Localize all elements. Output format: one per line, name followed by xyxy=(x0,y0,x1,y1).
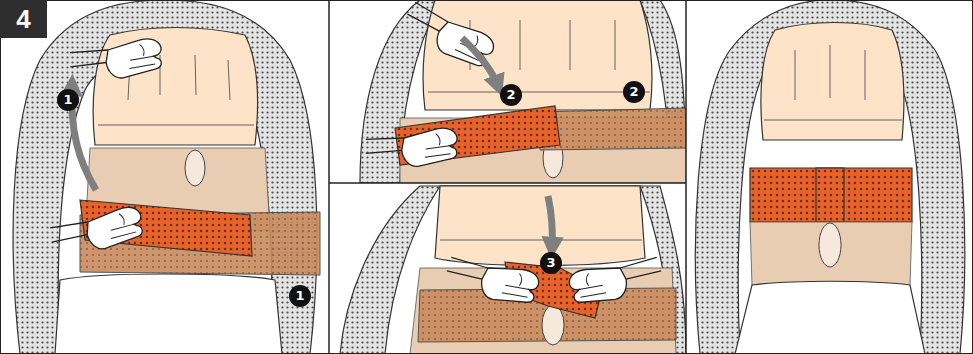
step-number: 4 xyxy=(16,4,30,35)
callout-number: 1 xyxy=(289,285,311,307)
waist-band xyxy=(540,108,686,150)
head-cushion xyxy=(761,23,904,141)
callout-number: 2 xyxy=(623,81,645,103)
panel-divider xyxy=(329,182,686,184)
harness-pad xyxy=(750,222,912,285)
hand xyxy=(48,204,146,261)
callout-number: 3 xyxy=(540,252,562,274)
head-cushion xyxy=(435,186,645,266)
cushion-seams xyxy=(764,45,902,120)
seat-shell xyxy=(695,0,964,354)
seat-shell xyxy=(360,0,686,183)
hand xyxy=(567,257,664,307)
panel-press-strap xyxy=(340,186,686,354)
hand xyxy=(443,257,540,307)
strap-tab xyxy=(816,168,844,222)
cushion-seams xyxy=(440,240,642,241)
step-badge: 4 xyxy=(0,0,47,38)
callout-number: 1 xyxy=(57,89,79,111)
seat-shell xyxy=(340,186,686,354)
buckle-loop xyxy=(185,150,205,186)
seat-base xyxy=(55,274,282,354)
orange-strap xyxy=(750,168,912,222)
motion-arrow xyxy=(462,38,498,86)
callout-number: 2 xyxy=(500,84,522,106)
hand xyxy=(364,126,460,173)
motion-arrow xyxy=(548,196,552,248)
buckle-loop xyxy=(542,305,564,345)
panel-divider xyxy=(685,0,687,354)
panel-divider xyxy=(328,0,330,354)
panel-fold-strap xyxy=(360,0,686,183)
head-cushion xyxy=(93,28,257,146)
seat-base xyxy=(735,281,925,354)
seat-shell xyxy=(13,0,317,354)
buckle-loop xyxy=(819,223,841,267)
panel-pull-strap xyxy=(13,0,320,354)
hand xyxy=(68,36,165,86)
panel-result xyxy=(695,0,964,354)
